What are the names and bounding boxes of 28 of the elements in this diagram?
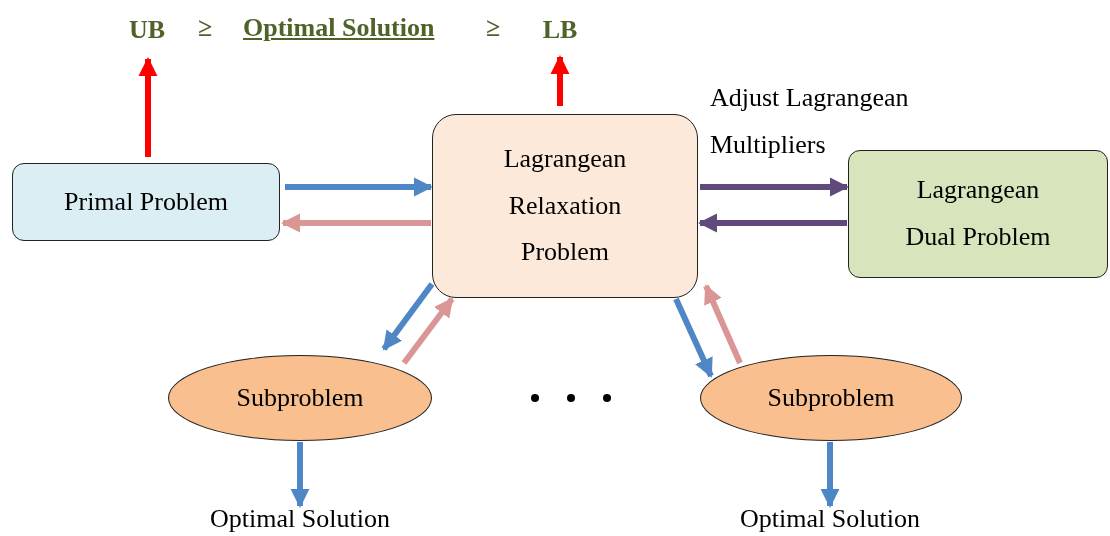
arrow bbox=[698, 213, 847, 233]
arrow bbox=[401, 297, 455, 365]
process-box bbox=[432, 114, 698, 298]
arrow bbox=[700, 177, 849, 197]
arrow bbox=[281, 213, 431, 233]
arrow bbox=[285, 177, 433, 197]
node-text: Lagrangean Dual Problem bbox=[904, 174, 1052, 253]
arrow bbox=[550, 55, 570, 106]
arrow bbox=[703, 284, 743, 365]
node-text: Lagrangean Relaxation Problem bbox=[502, 142, 628, 269]
arrow bbox=[138, 57, 158, 157]
arrow bbox=[673, 297, 714, 378]
process-box bbox=[848, 150, 1108, 278]
relation-symbol: ≥ bbox=[198, 12, 214, 44]
process-box bbox=[12, 163, 280, 241]
result-label: Optimal Solution bbox=[210, 503, 390, 535]
result-label: Optimal Solution bbox=[740, 503, 920, 535]
arrow bbox=[381, 282, 435, 351]
arrow bbox=[290, 442, 310, 508]
annotation-text: Adjust Lagrangean Multipliers bbox=[710, 82, 910, 161]
arrow bbox=[820, 442, 840, 508]
bound-label: UB bbox=[128, 14, 166, 46]
node-text: Primal Problem bbox=[64, 185, 228, 218]
bound-label: LB bbox=[542, 14, 578, 46]
relation-symbol: ≥ bbox=[486, 12, 502, 44]
node-text: Subproblem bbox=[236, 381, 364, 414]
title-text: Optimal Solution bbox=[243, 12, 436, 44]
node-text: Subproblem bbox=[767, 381, 895, 414]
